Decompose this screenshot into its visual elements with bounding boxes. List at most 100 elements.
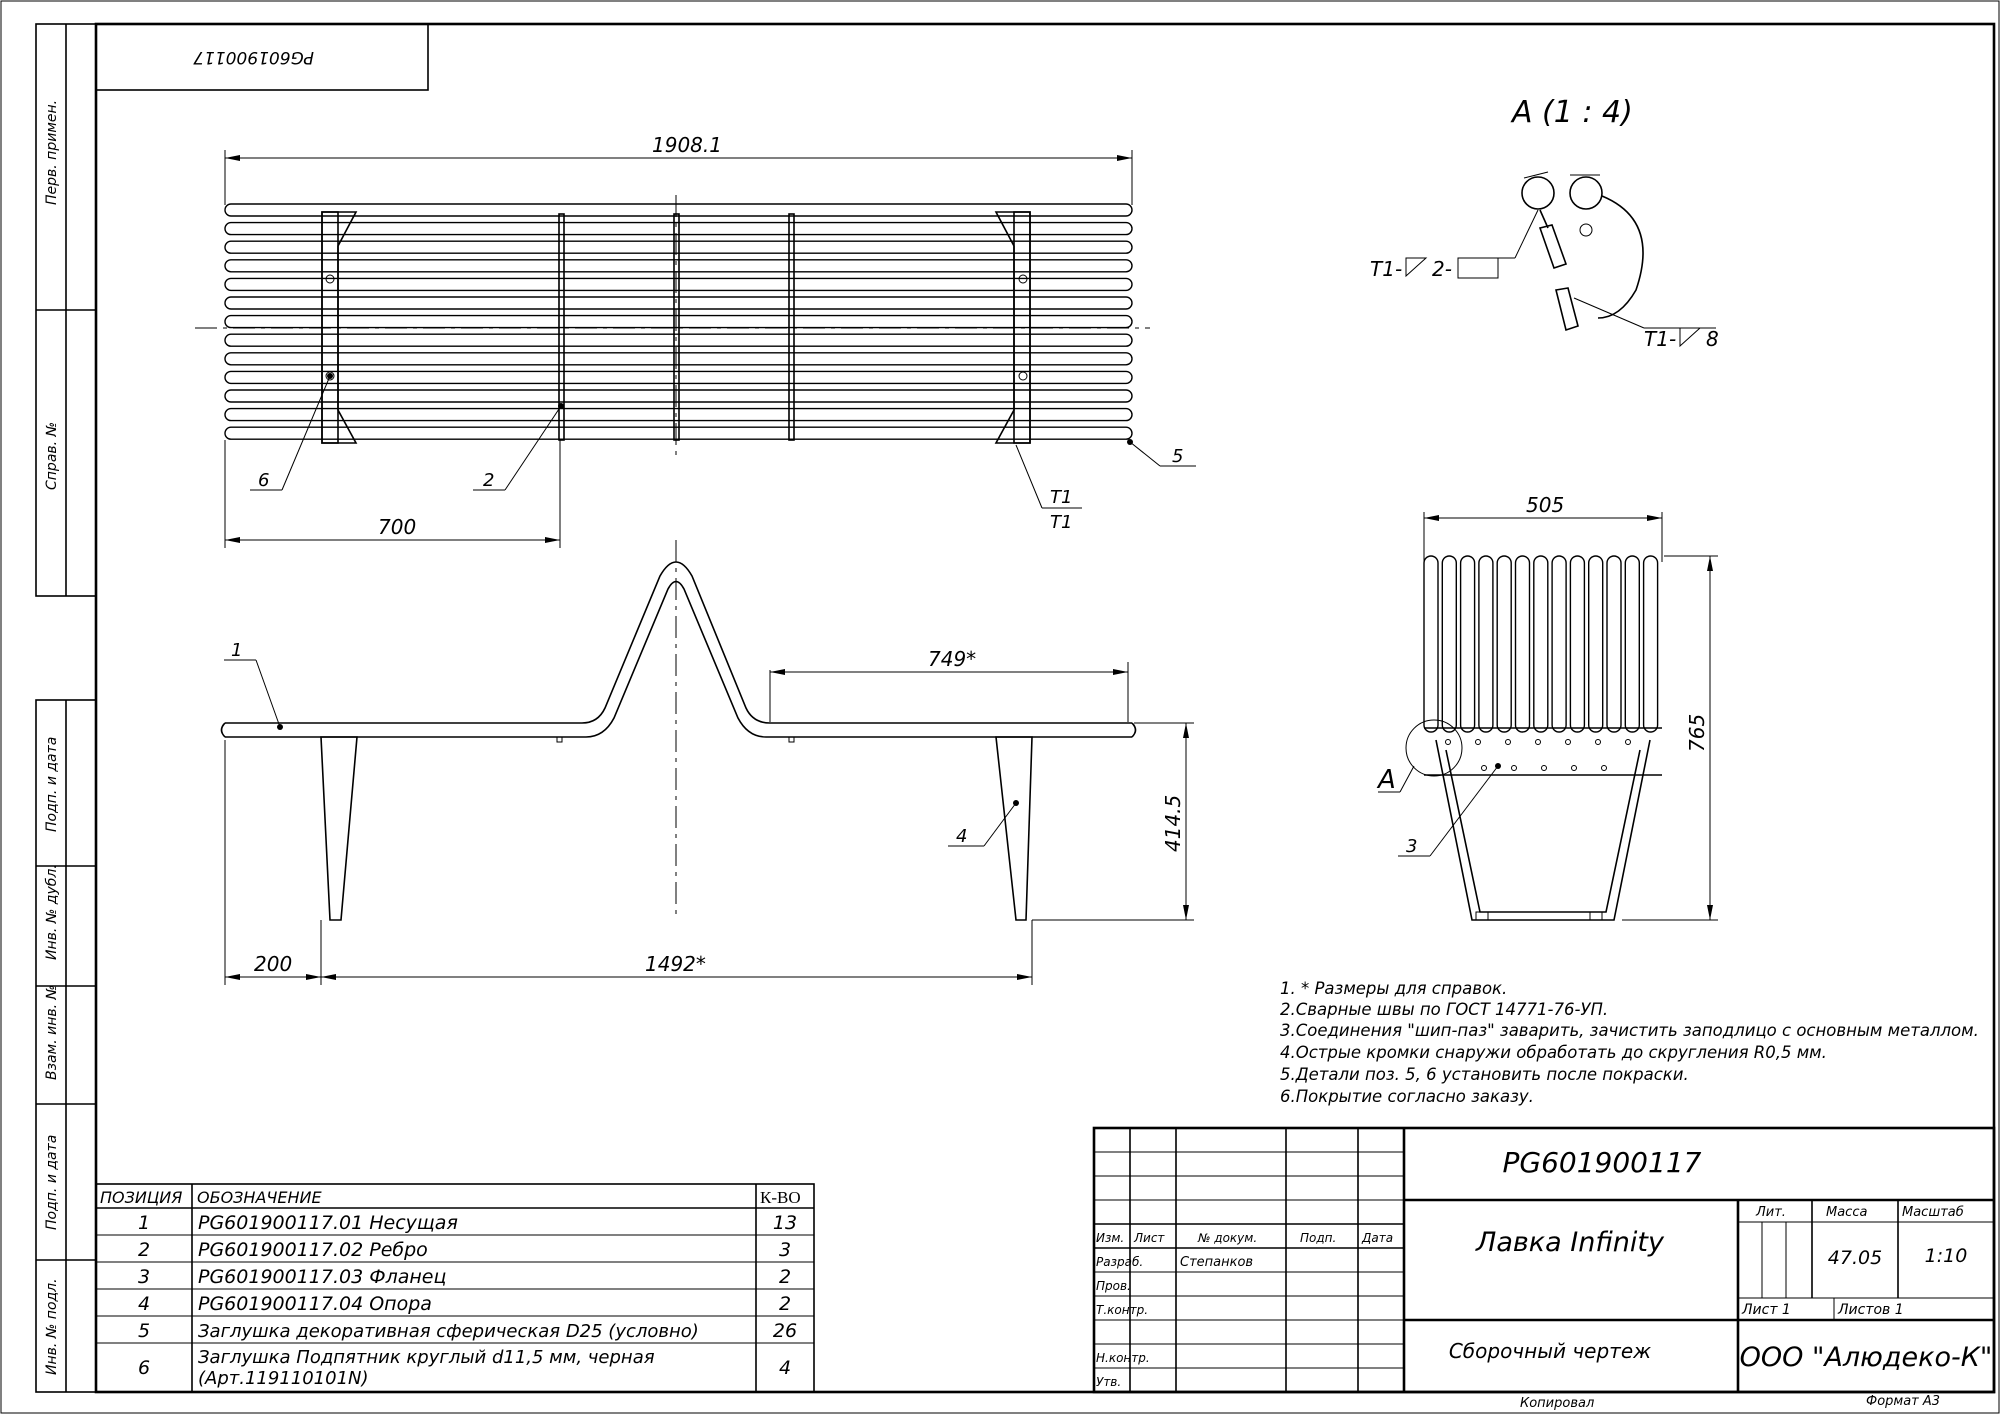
rib-left-frame (321, 211, 358, 444)
side-slat (1478, 555, 1494, 733)
leader-1: 1 (231, 640, 242, 661)
bom-qty: 3 (779, 1239, 791, 1261)
rib-inner-1 (558, 213, 565, 441)
note-1: 1. * Размеры для справок. (1280, 979, 1507, 998)
detail-a-weld-left-val: 2- (1432, 257, 1452, 281)
front-view: 749* 414.5 200 1492* 1 4 (220, 540, 1194, 985)
label-podp-data-2: Подп. и дата (44, 1135, 60, 1230)
stamp-code-mirrored: PG601900117 (193, 47, 314, 67)
side-slat (1496, 555, 1512, 733)
table-row: 3 PG601900117.03 Фланец 2 (138, 1266, 791, 1288)
rib-inner-2 (673, 213, 680, 441)
callout-a: A (1376, 765, 1396, 795)
product-name: Лавка Infinity (1475, 1227, 1665, 1258)
copied-label: Копировал (1520, 1396, 1594, 1411)
flange-hole (1505, 739, 1511, 745)
side-slat (1642, 555, 1659, 733)
row-nkontr: Н.контр. (1096, 1351, 1150, 1365)
table-row: 5 Заглушка декоративная сферическая D25 … (138, 1320, 797, 1342)
flange-hole (1541, 765, 1547, 771)
rib-inner-3 (788, 213, 795, 441)
side-slat (1533, 555, 1549, 733)
dim-offset: 700 (378, 515, 416, 539)
title-block-code: PG601900117 (1503, 1146, 1702, 1179)
doc-type: Сборочный чертеж (1449, 1339, 1651, 1363)
company-name: ООО "Алюдеко-К" (1740, 1342, 1993, 1373)
col-list: Лист (1133, 1231, 1165, 1245)
technical-notes: 1. * Размеры для справок. 2.Сварные швы … (1280, 979, 1979, 1106)
weld-t1-b: T1 (1050, 512, 1072, 533)
side-slat (1606, 555, 1622, 733)
side-slat (1551, 555, 1567, 733)
bom-name: Заглушка декоративная сферическая D25 (у… (198, 1321, 699, 1342)
table-row: 2 PG601900117.02 Ребро 3 (138, 1239, 791, 1261)
bom-name: PG601900117.01 Несущая (198, 1212, 458, 1234)
note-4: 4.Острые кромки снаружи обработать до ск… (1280, 1043, 1827, 1062)
side-strip-labels: Перв. примен. Справ. № Подп. и дата Инв.… (44, 100, 60, 1375)
row-utv: Утв. (1096, 1375, 1121, 1389)
label-perv-primen: Перв. примен. (44, 100, 60, 205)
bom-qty: 26 (773, 1320, 797, 1342)
row-razrab: Разраб. (1096, 1255, 1143, 1269)
scale-label: Масштаб (1902, 1205, 1964, 1220)
dim-seat-length: 749* (928, 647, 976, 671)
side-slat (1569, 555, 1586, 733)
dim-edge: 200 (254, 952, 292, 976)
note-5: 5.Детали поз. 5, 6 установить после покр… (1280, 1065, 1689, 1084)
table-row: 4 PG601900117.04 Опора 2 (138, 1293, 791, 1315)
sheets-label: Листов 1 (1837, 1302, 1904, 1318)
leader-6: 6 (258, 470, 269, 491)
col-izm: Изм. (1096, 1231, 1124, 1245)
side-view: 505 765 A 3 (1376, 493, 1718, 921)
side-slat (1587, 555, 1604, 733)
bom-pos: 4 (138, 1293, 150, 1315)
rib-right-frame (994, 211, 1031, 444)
mass-value: 47.05 (1828, 1247, 1882, 1269)
razrab-name: Степанков (1180, 1255, 1253, 1270)
label-sprav-no: Справ. № (44, 422, 60, 490)
flange-hole (1511, 765, 1517, 771)
flange-hole (1595, 739, 1601, 745)
note-6: 6.Покрытие согласно заказу. (1280, 1087, 1534, 1106)
bom-header-qty: К-ВО (760, 1188, 801, 1207)
row-prov: Пров. (1096, 1279, 1131, 1293)
flange-hole (1565, 739, 1571, 745)
weld-t1-a: T1 (1050, 487, 1072, 508)
note-2: 2.Сварные швы по ГОСТ 14771-76-УП. (1280, 1000, 1608, 1019)
bom-qty: 2 (779, 1266, 791, 1288)
lit-label: Лит. (1755, 1205, 1786, 1220)
flange-hole (1481, 765, 1487, 771)
title-block: PG601900117 Лавка Infinity Сборочный чер… (1092, 1126, 1996, 1411)
flange-hole (1475, 739, 1481, 745)
side-slat (1624, 555, 1641, 733)
detail-a-weld-right: T1- (1644, 327, 1676, 351)
side-slat (1441, 555, 1458, 733)
scale-value: 1:10 (1925, 1245, 1968, 1267)
detail-a-weld-right-val: 8 (1706, 327, 1719, 351)
table-row: 1 PG601900117.01 Несущая 13 (138, 1212, 797, 1234)
dim-height: 414.5 (1161, 795, 1185, 852)
mirrored-stamp: PG601900117 (95, 23, 429, 91)
format-label: Формат А3 (1866, 1394, 1940, 1409)
flange-hole (1535, 739, 1541, 745)
flange-hole (1625, 739, 1631, 745)
dim-leg-span: 1492* (645, 952, 706, 976)
leader-4: 4 (956, 826, 967, 847)
leg-right (995, 736, 1033, 921)
bom-pos: 5 (138, 1320, 150, 1342)
bom-name: PG601900117.02 Ребро (198, 1239, 428, 1261)
bom-pos: 6 (138, 1357, 150, 1379)
col-data: Дата (1361, 1231, 1393, 1245)
col-podp: Подп. (1300, 1231, 1336, 1245)
label-podp-data-1: Подп. и дата (44, 737, 60, 832)
bom-name: PG601900117.03 Фланец (198, 1266, 446, 1288)
dim-width: 505 (1526, 493, 1564, 517)
leader-5: 5 (1172, 446, 1183, 467)
col-dokum: № докум. (1197, 1231, 1257, 1245)
bom-name: PG601900117.04 Опора (198, 1293, 432, 1315)
side-holes (1445, 739, 1631, 771)
bom-pos: 2 (138, 1239, 150, 1261)
side-slat (1459, 555, 1476, 733)
